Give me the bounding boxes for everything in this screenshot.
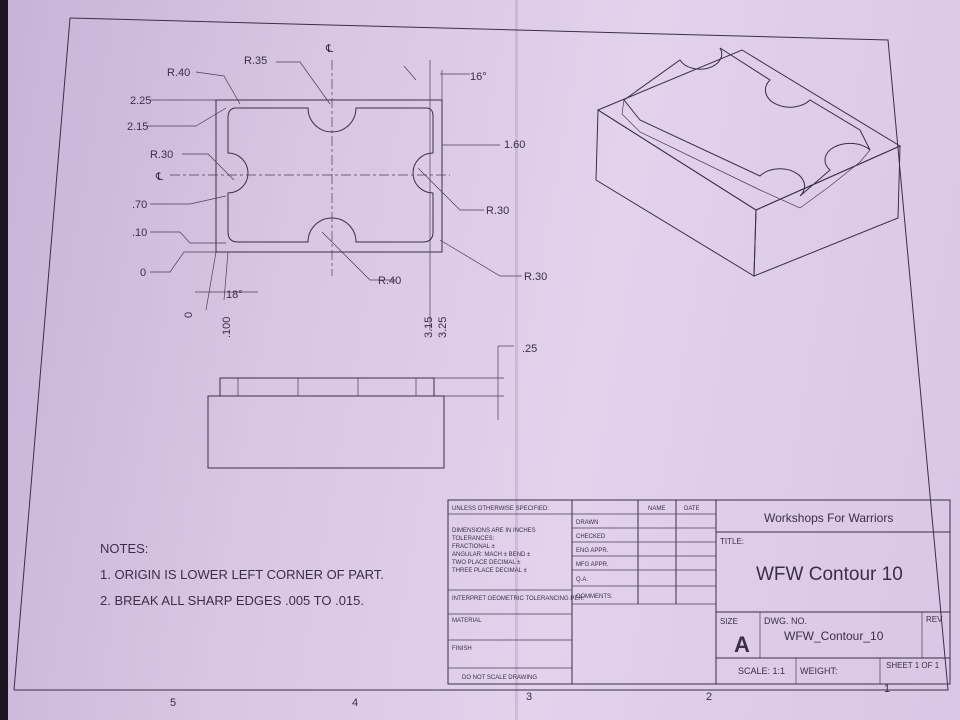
- zone-1: 1: [884, 683, 890, 695]
- dim-r35: R.35: [244, 55, 267, 67]
- tb-unless: UNLESS OTHERWISE SPECIFIED:: [452, 506, 549, 512]
- tb-rev: REV: [926, 615, 943, 624]
- drawing-sheet: [8, 0, 960, 720]
- dim-225: 2.25: [130, 95, 151, 107]
- dim-215: 2.15: [127, 121, 148, 133]
- tb-three-place: THREE PLACE DECIMAL ±: [452, 568, 527, 574]
- dimension-labels: R.35 R.40 2.25 2.15 R.30 ℄ ℄ .70 .10 0 1…: [127, 43, 547, 355]
- notes: NOTES: 1. ORIGIN IS LOWER LEFT CORNER OF…: [100, 536, 384, 614]
- dim-r30-corner: R.30: [524, 271, 547, 283]
- zone-markers: 5 4 3 2 1: [170, 683, 890, 709]
- tb-frac: FRACTIONAL ±: [452, 544, 495, 550]
- tb-dwg-label: DWG. NO.: [764, 616, 807, 626]
- front-view: [207, 345, 514, 469]
- tb-checked: CHECKED: [576, 534, 606, 540]
- zone-2: 2: [706, 691, 712, 703]
- zone-4: 4: [352, 697, 358, 709]
- tb-do-not-scale: DO NOT SCALE DRAWING: [462, 675, 537, 681]
- tb-drawn: DRAWN: [576, 520, 598, 526]
- dim-160: 1.60: [504, 139, 525, 151]
- centerline-mark-top: ℄: [325, 43, 333, 55]
- tb-company: Workshops For Warriors: [764, 511, 893, 525]
- tb-title: WFW Contour 10: [756, 564, 903, 585]
- tb-weight: WEIGHT:: [800, 666, 838, 676]
- tb-tol: TOLERANCES:: [452, 536, 495, 542]
- tb-size: A: [734, 632, 750, 657]
- dim-r30-right: R.30: [486, 205, 509, 217]
- tb-title-label: TITLE:: [720, 537, 744, 546]
- dim-x0: 0: [183, 312, 195, 318]
- note-2: 2. BREAK ALL SHARP EDGES .005 TO .015.: [100, 593, 364, 608]
- dim-angle-16: 16°: [470, 71, 487, 83]
- tb-scale: SCALE: 1:1: [738, 666, 785, 676]
- sheet-border-left: [13, 17, 71, 691]
- title-block: UNLESS OTHERWISE SPECIFIED: DIMENSIONS A…: [447, 499, 951, 685]
- contour-outline: [227, 107, 434, 243]
- paper-fold: [515, 0, 518, 720]
- zone-5: 5: [170, 697, 176, 709]
- tb-date: DATE: [684, 506, 700, 512]
- tb-dwg: WFW_Contour_10: [784, 629, 884, 643]
- dim-angle-18: 18°: [226, 289, 243, 301]
- centerline-mark-left: ℄: [155, 171, 163, 183]
- dim-r40-bottom: R.40: [378, 275, 401, 287]
- tb-angular: ANGULAR: MACH ± BEND ±: [452, 552, 531, 558]
- tb-eng-appr: ENG APPR.: [576, 548, 609, 554]
- dim-0-left: 0: [140, 267, 146, 279]
- iso-top-contour: [623, 47, 871, 197]
- dim-r40-top: R.40: [167, 67, 190, 79]
- tb-mfg-appr: MFG APPR.: [576, 562, 609, 568]
- note-1: 1. ORIGIN IS LOWER LEFT CORNER OF PART.: [100, 567, 384, 582]
- dim-x325: 3.25: [437, 317, 449, 338]
- tb-finish: FINISH: [452, 646, 472, 652]
- dim-70: .70: [132, 199, 147, 211]
- dim-x100: .100: [221, 317, 233, 338]
- sheet-border: [14, 17, 949, 691]
- tb-interpret: INTERPRET GEOMETRIC TOLERANCING PER:: [452, 596, 585, 602]
- notes-heading: NOTES:: [100, 541, 149, 556]
- tb-sheet: SHEET 1 OF 1: [886, 661, 940, 670]
- tb-size-label: SIZE: [720, 617, 738, 626]
- dim-r30-left: R.30: [150, 149, 173, 161]
- dim-x315: 3.15: [423, 317, 435, 338]
- tb-comments: COMMENTS:: [576, 594, 613, 600]
- tb-qa: Q.A.: [576, 577, 588, 583]
- top-view: [146, 60, 522, 330]
- dim-10: .10: [132, 227, 147, 239]
- zone-3: 3: [526, 691, 532, 703]
- tb-name: NAME: [648, 506, 665, 512]
- tb-two-place: TWO PLACE DECIMAL ±: [452, 560, 521, 566]
- tb-dims: DIMENSIONS ARE IN INCHES: [452, 528, 536, 534]
- dim-25: .25: [522, 343, 537, 355]
- isometric-view: [595, 47, 902, 277]
- tb-material: MATERIAL: [452, 618, 482, 624]
